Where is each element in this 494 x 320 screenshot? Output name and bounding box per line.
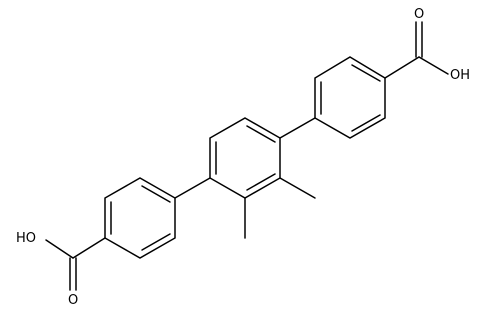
top-biaryl-bond [279, 117, 316, 139]
top-ring-outline [314, 56, 386, 139]
bottom-ring-outline [104, 177, 176, 259]
central-ring-inner-bond-2 [246, 173, 276, 191]
top-carboxyl-group [384, 21, 449, 79]
top-ring-inner-bond-1 [351, 64, 381, 82]
top-ring-inner-bond-2 [351, 114, 381, 132]
bottom-carboxyl-group [45, 237, 106, 291]
bottom-ring-inner-bond-1 [141, 185, 171, 203]
top-benzene-ring [314, 56, 386, 139]
bottom-carboxyl-ring-bond [72, 237, 106, 259]
top-hydroxyl-label: OH [450, 68, 470, 83]
top-carboxyl-ring-bond [384, 56, 420, 79]
central-ring-inner-bond-1 [246, 125, 276, 143]
bottom-carboxyl-c-o-bond [45, 239, 74, 259]
bottom-carbonyl-oxygen-label: O [68, 293, 78, 308]
methyl-bond-right [279, 177, 316, 199]
bottom-biaryl-bond [174, 177, 211, 199]
central-benzene-ring [209, 117, 281, 199]
top-carbonyl-oxygen-label: O [414, 7, 424, 22]
central-ring-outline [209, 117, 281, 199]
top-carboxyl-c-o-bond [418, 56, 449, 75]
bottom-benzene-ring [104, 177, 176, 259]
bottom-hydroxyl-label: HO [16, 231, 36, 246]
bottom-ring-inner-bond-2 [141, 233, 171, 251]
